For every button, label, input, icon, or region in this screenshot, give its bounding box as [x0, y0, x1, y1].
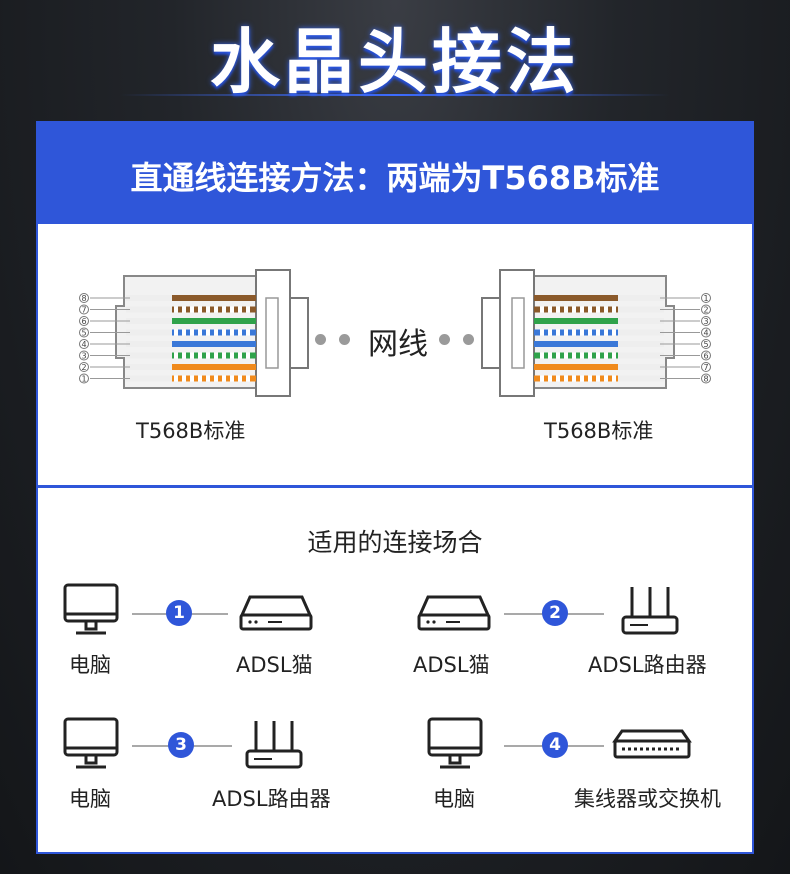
- pair-number-badge: 2: [542, 600, 568, 626]
- pin-number: 5: [81, 329, 86, 338]
- pin-number: 3: [703, 317, 708, 326]
- monitor-icon: [63, 717, 119, 769]
- rj45-connector-right: 1 2 3 4 5 6 7 8: [481, 269, 711, 397]
- device-label: 电脑: [69, 653, 111, 677]
- device-label: 集线器或交换机: [574, 787, 721, 811]
- pin-number: 5: [703, 340, 708, 349]
- cable-dot: [439, 334, 450, 345]
- pin-number: 8: [703, 375, 708, 384]
- pair-number-badge: 3: [168, 732, 194, 758]
- pin-number: 3: [81, 352, 86, 361]
- card-header-text: 直通线连接方法：两端为T568B标准: [130, 159, 660, 197]
- device-label: 电脑: [69, 787, 111, 811]
- cable-dot: [463, 334, 474, 345]
- pin-number: 2: [81, 363, 86, 372]
- pin-number: 7: [703, 363, 708, 372]
- pin-number: 2: [703, 306, 708, 315]
- monitor-icon: [63, 583, 119, 635]
- pin-number: 7: [81, 306, 86, 315]
- pin-number: 6: [703, 352, 708, 361]
- cable-dot: [339, 334, 350, 345]
- cable-label: 网线: [368, 327, 428, 362]
- device-label: ADSL路由器: [212, 787, 331, 811]
- device-label: 电脑: [433, 787, 475, 811]
- pin-number: 4: [703, 329, 708, 338]
- section-divider: [38, 485, 752, 488]
- pin-number: 8: [81, 294, 86, 303]
- pair-number-badge: 4: [542, 732, 568, 758]
- cable-dot: [315, 334, 326, 345]
- device-label: ADSL猫: [236, 653, 313, 677]
- usage-title: 适用的连接场合: [307, 528, 483, 557]
- pin-number: 1: [703, 294, 708, 303]
- router-icon: [245, 721, 303, 769]
- modem-icon: [239, 595, 313, 631]
- device-label: ADSL猫: [413, 653, 490, 677]
- switch-icon: [612, 729, 692, 759]
- title-underline: [120, 94, 670, 96]
- pin-number: 4: [81, 340, 86, 349]
- left-standard-label: T568B标准: [136, 419, 246, 443]
- pin-number: 1: [81, 375, 86, 384]
- rj45-connector-left: 8 7 6 5 4 3 2 1: [79, 269, 309, 397]
- device-label: ADSL路由器: [588, 653, 707, 677]
- page-title: 水晶头接法: [210, 21, 580, 103]
- router-icon: [621, 587, 679, 635]
- monitor-icon: [427, 717, 483, 769]
- right-standard-label: T568B标准: [544, 419, 654, 443]
- pair-number-badge: 1: [166, 600, 192, 626]
- pin-number: 6: [81, 317, 86, 326]
- modem-icon: [417, 595, 491, 631]
- card-header: 直通线连接方法：两端为T568B标准: [38, 123, 752, 224]
